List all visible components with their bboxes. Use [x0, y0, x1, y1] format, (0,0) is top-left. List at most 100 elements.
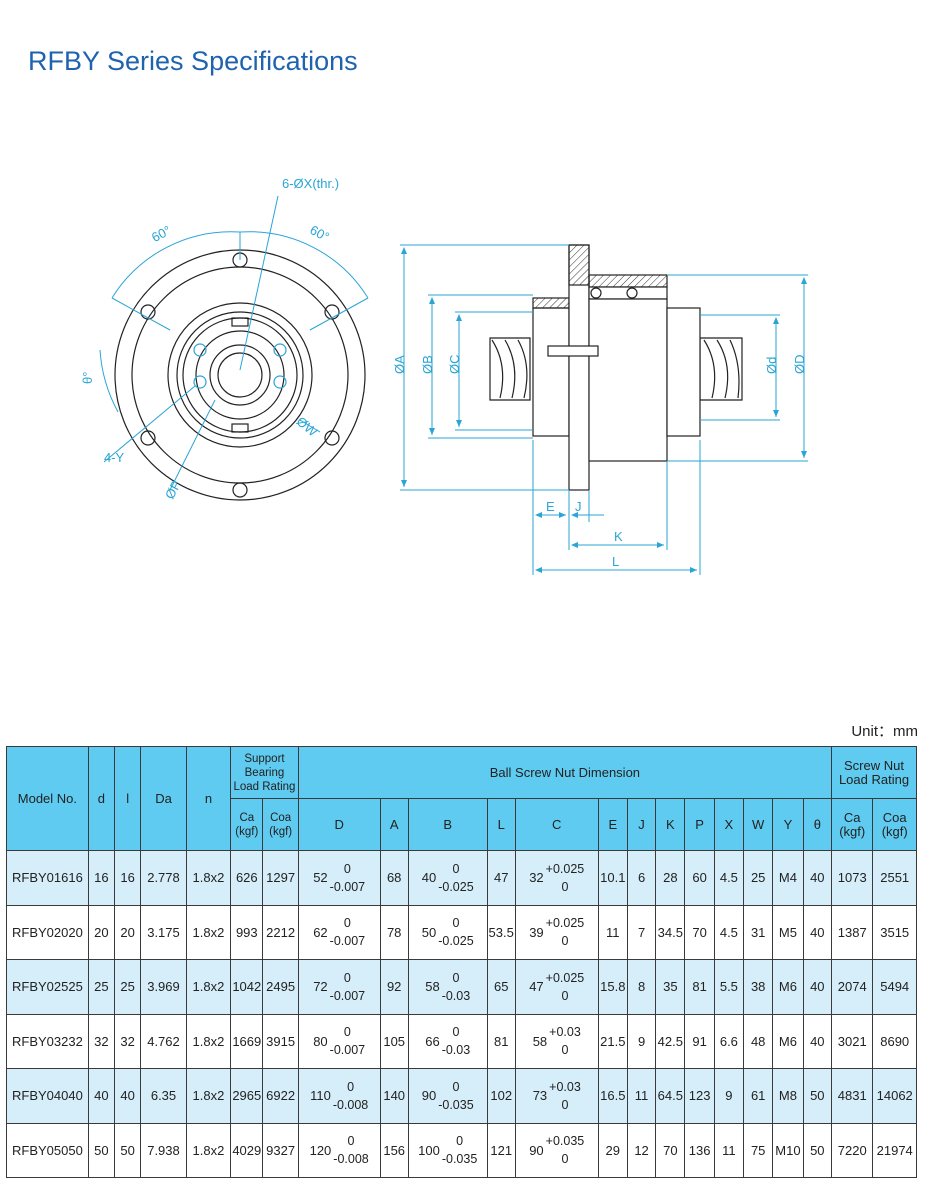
cell-Y: M6: [772, 1013, 804, 1069]
header-X: X: [713, 798, 745, 851]
header-nut-dimension: Ball Screw Nut Dimension: [297, 746, 833, 799]
cell-da: 2.778: [140, 850, 187, 906]
header-L: L: [486, 798, 516, 851]
cell-nut-coa: 2551: [872, 850, 917, 906]
cell-Y: M6: [772, 959, 804, 1015]
cell-ca: 626: [230, 850, 264, 906]
header-nut-ca: Ca(kgf): [831, 798, 874, 851]
table-row: RFBY05050 50 50 7.938 1.8x2 4029 9327 12…: [6, 1122, 917, 1178]
cell-L: 65: [486, 959, 516, 1015]
label-e: E: [546, 499, 555, 514]
cell-E: 11: [597, 904, 628, 960]
cell-A: 78: [379, 904, 409, 960]
cell-l: 16: [114, 850, 142, 906]
header-C: C: [514, 798, 599, 851]
header-da: Da: [140, 746, 187, 851]
cell-E: 16.5: [597, 1068, 628, 1124]
label-theta: θ°: [80, 372, 95, 384]
table-row: RFBY03232 32 32 4.762 1.8x2 1669 3915 80…: [6, 1013, 917, 1069]
cell-model: RFBY02020: [6, 904, 89, 960]
cell-n: 1.8x2: [185, 850, 232, 906]
header-J: J: [626, 798, 657, 851]
cell-P: 136: [684, 1122, 715, 1178]
cell-d: 50: [87, 1122, 116, 1178]
table-row: RFBY02525 25 25 3.969 1.8x2 1042 2495 72…: [6, 959, 917, 1015]
cell-model: RFBY02525: [6, 959, 89, 1015]
cell-X: 11: [713, 1122, 745, 1178]
cell-theta: 50: [802, 1122, 833, 1178]
cell-da: 3.175: [140, 904, 187, 960]
cell-L: 102: [486, 1068, 516, 1124]
cell-J: 6: [626, 850, 657, 906]
label-j: J: [575, 499, 582, 514]
cell-X: 4.5: [713, 850, 745, 906]
cell-da: 7.938: [140, 1122, 187, 1178]
cell-nut-ca: 1387: [831, 904, 874, 960]
header-W: W: [743, 798, 774, 851]
cell-J: 11: [626, 1068, 657, 1124]
cell-da: 6.35: [140, 1068, 187, 1124]
cell-X: 6.6: [713, 1013, 745, 1069]
cell-K: 35: [655, 959, 686, 1015]
cell-J: 12: [626, 1122, 657, 1178]
cell-J: 9: [626, 1013, 657, 1069]
header-E: E: [597, 798, 628, 851]
header-B: B: [407, 798, 488, 851]
cell-K: 34.5: [655, 904, 686, 960]
cell-ca: 1669: [230, 1013, 264, 1069]
cell-nut-ca: 2074: [831, 959, 874, 1015]
cell-L: 53.5: [486, 904, 516, 960]
cell-coa: 2212: [262, 904, 299, 960]
label-phi-a: ØA: [392, 355, 407, 374]
cell-X: 5.5: [713, 959, 745, 1015]
header-d: d: [87, 746, 116, 851]
cell-model: RFBY01616: [6, 850, 89, 906]
header-K: K: [655, 798, 686, 851]
header-screw-nut: Screw Nut Load Rating: [831, 746, 917, 799]
cell-coa: 6922: [262, 1068, 299, 1124]
page-title: RFBY Series Specifications: [28, 46, 358, 76]
cell-ca: 2965: [230, 1068, 264, 1124]
cell-d: 25: [87, 959, 116, 1015]
header-screw-nut-line1: Screw Nut: [844, 757, 904, 773]
cell-W: 25: [743, 850, 774, 906]
cell-K: 42.5: [655, 1013, 686, 1069]
cell-theta: 40: [802, 904, 833, 960]
cell-l: 32: [114, 1013, 142, 1069]
label-angle-left: 60°: [149, 223, 173, 245]
label-k: K: [614, 529, 623, 544]
cell-K: 64.5: [655, 1068, 686, 1124]
cell-nut-ca: 1073: [831, 850, 874, 906]
side-view: [489, 244, 743, 491]
header-support-line1: Support: [244, 752, 285, 765]
cell-n: 1.8x2: [185, 1068, 232, 1124]
cell-n: 1.8x2: [185, 1013, 232, 1069]
cell-W: 31: [743, 904, 774, 960]
header-support-ca: Ca(kgf): [230, 798, 264, 851]
cell-theta: 40: [802, 850, 833, 906]
table-row: RFBY04040 40 40 6.35 1.8x2 2965 6922 110…: [6, 1068, 917, 1124]
cell-theta: 50: [802, 1068, 833, 1124]
cell-E: 10.1: [597, 850, 628, 906]
cell-P: 91: [684, 1013, 715, 1069]
cell-E: 29: [597, 1122, 628, 1178]
cell-E: 15.8: [597, 959, 628, 1015]
cell-K: 70: [655, 1122, 686, 1178]
label-hole: 6-ØX(thr.): [282, 176, 339, 191]
label-phi-c: ØC: [447, 355, 462, 375]
cell-Y: M4: [772, 850, 804, 906]
cell-model: RFBY03232: [6, 1013, 89, 1069]
cell-d: 16: [87, 850, 116, 906]
cell-model: RFBY05050: [6, 1122, 89, 1178]
